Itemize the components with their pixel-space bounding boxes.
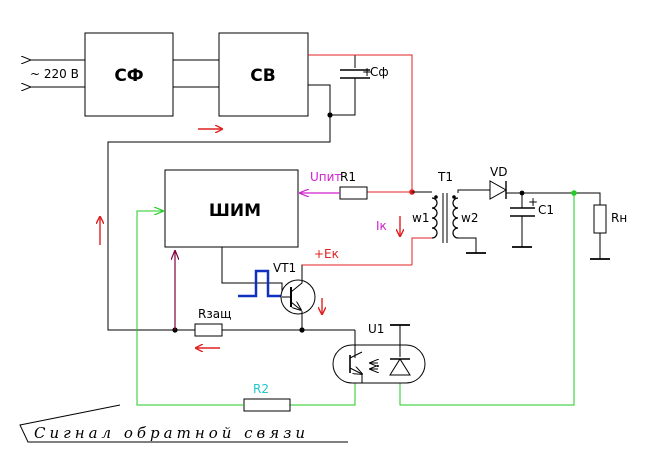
pwm-pulse [238,269,286,298]
svg-text:+: + [362,65,372,79]
r1-label: R1 [340,170,356,184]
diode-vd: VD [489,165,507,200]
feedback-signal-label: Сигнал обратной связи [34,424,309,442]
c1-label: C1 [538,203,554,217]
vt1-label: VT1 [273,261,296,275]
r2-label: R2 [253,382,269,396]
resistor-r2 [243,398,291,412]
rzash-label: Rзащ [198,307,231,321]
vd-label: VD [490,165,507,179]
filter-block [84,32,174,117]
w2-label: w2 [461,211,478,225]
ik-label: Iк [376,219,387,233]
transistor-vt1: VT1 [273,261,412,330]
pwm-block [164,169,299,248]
optocoupler-u1: U1 [332,322,426,384]
t1-label: T1 [437,170,453,184]
u1-label: U1 [368,322,384,336]
ek-label: +Eк [314,247,339,261]
resistor-r1 [339,186,368,200]
rectifier-block-label: СВ [250,66,275,86]
pwm-block-label: ШИМ [209,201,261,221]
svg-text:+: + [528,195,538,209]
transformer-t1: T1 w1 w2 [411,170,478,265]
mains-input: ~ 220 В [30,60,85,87]
feedback-signal-caption: Сигнал обратной связи [19,404,348,443]
cf-label: Сф [370,65,389,79]
capacitor-c1: + C1 [510,193,554,248]
upit-label: Uпит [310,170,341,184]
w1-label: w1 [412,211,429,225]
load-resistor: Rн [574,192,627,260]
filter-block-label: СФ [114,66,143,86]
rn-label: Rн [611,211,627,225]
capacitor-cf: + Сф [330,65,389,116]
mains-label: ~ 220 В [30,67,79,81]
rectifier-block [218,32,309,117]
resistor-rzash [194,323,223,337]
